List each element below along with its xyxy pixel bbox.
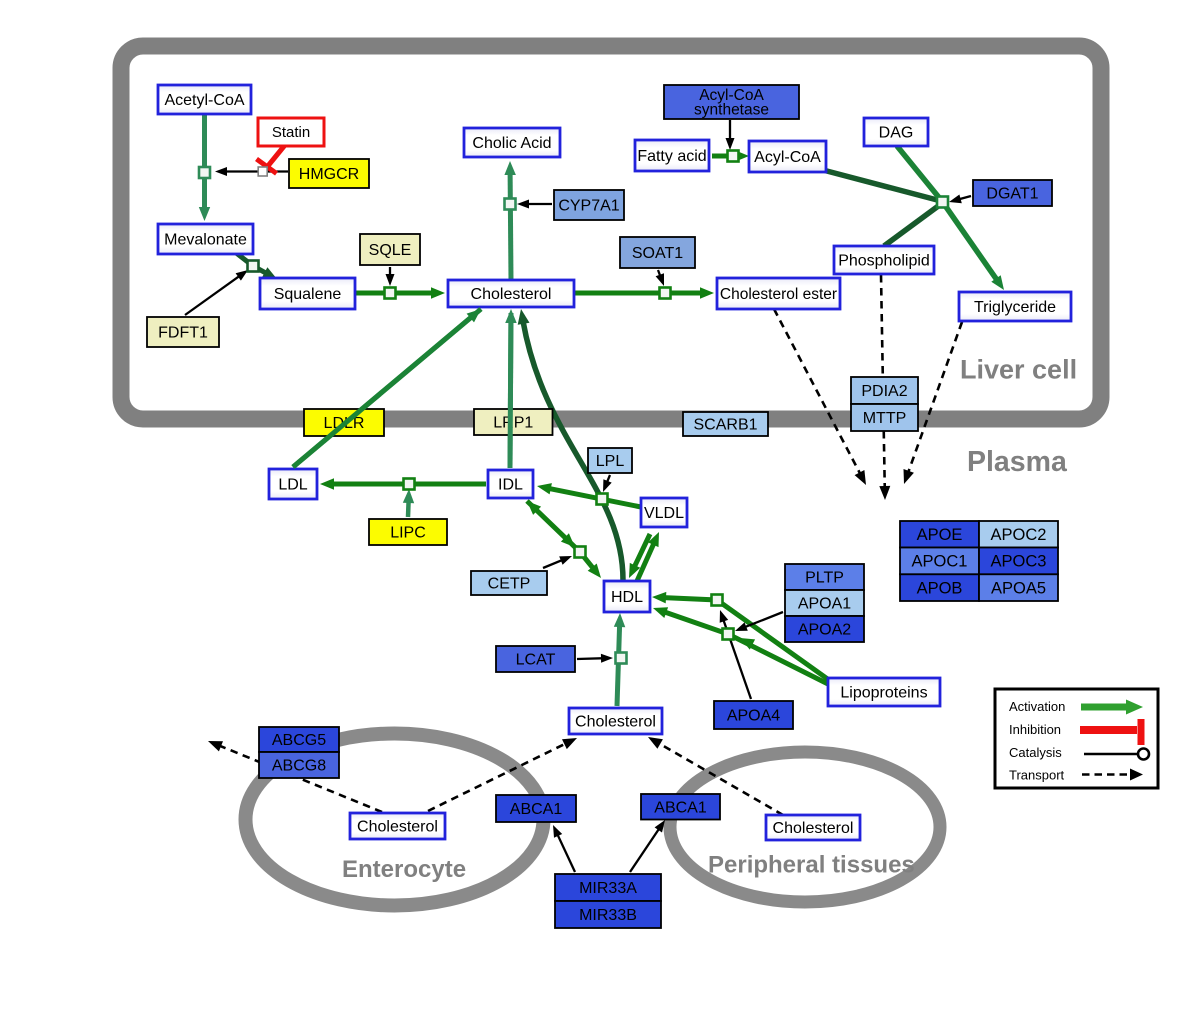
svg-text:Cholesterol: Cholesterol (575, 714, 656, 731)
svg-text:Acyl-CoA: Acyl-CoA (699, 87, 764, 104)
svg-text:LDL: LDL (278, 477, 307, 494)
svg-text:ABCG8: ABCG8 (272, 758, 326, 775)
svg-text:Cholesterol: Cholesterol (773, 820, 854, 837)
svg-text:IDL: IDL (498, 477, 523, 494)
svg-text:Cholesterol: Cholesterol (471, 286, 552, 303)
svg-text:LCAT: LCAT (516, 652, 556, 669)
svg-text:APOB: APOB (917, 579, 963, 597)
svg-text:Cholesterol ester: Cholesterol ester (720, 286, 837, 303)
svg-text:CYP7A1: CYP7A1 (558, 198, 619, 215)
svg-text:Enterocyte: Enterocyte (342, 856, 466, 883)
svg-text:Peripheral tissues: Peripheral tissues (708, 852, 915, 879)
svg-text:LRP1: LRP1 (493, 415, 533, 432)
svg-text:APOE: APOE (917, 526, 963, 544)
svg-text:DAG: DAG (879, 125, 914, 142)
svg-text:ABCG5: ABCG5 (272, 732, 326, 749)
svg-text:synthetase: synthetase (694, 102, 769, 119)
svg-text:Acyl-CoA: Acyl-CoA (754, 149, 821, 166)
svg-text:Cholesterol: Cholesterol (357, 819, 438, 836)
svg-text:LPL: LPL (596, 453, 625, 470)
svg-text:MTTP: MTTP (863, 410, 907, 427)
svg-text:HMGCR: HMGCR (299, 166, 359, 183)
svg-text:MIR33B: MIR33B (579, 907, 637, 924)
svg-text:PLTP: PLTP (805, 570, 844, 587)
svg-text:APOC2: APOC2 (991, 526, 1047, 544)
svg-text:SQLE: SQLE (369, 242, 412, 259)
svg-text:Phospholipid: Phospholipid (838, 253, 930, 270)
svg-text:Plasma: Plasma (967, 446, 1068, 478)
svg-text:ABCA1: ABCA1 (654, 799, 707, 816)
svg-text:Statin: Statin (272, 124, 310, 141)
svg-text:Liver cell: Liver cell (960, 355, 1077, 385)
svg-text:APOC1: APOC1 (912, 553, 968, 571)
svg-text:Inhibition: Inhibition (1009, 722, 1061, 737)
svg-text:SOAT1: SOAT1 (632, 245, 683, 262)
svg-text:MIR33A: MIR33A (579, 880, 637, 897)
svg-text:Activation: Activation (1009, 699, 1065, 714)
svg-text:APOA2: APOA2 (798, 622, 851, 639)
svg-text:DGAT1: DGAT1 (986, 186, 1038, 203)
svg-text:Squalene: Squalene (274, 286, 342, 303)
svg-text:APOA1: APOA1 (798, 596, 851, 613)
svg-text:Mevalonate: Mevalonate (164, 232, 247, 249)
svg-text:APOA4: APOA4 (727, 708, 780, 725)
svg-text:Lipoproteins: Lipoproteins (840, 685, 927, 702)
svg-text:Fatty acid: Fatty acid (637, 148, 706, 165)
svg-text:APOA5: APOA5 (991, 579, 1046, 597)
svg-text:Acetyl-CoA: Acetyl-CoA (164, 92, 244, 109)
svg-text:LIPC: LIPC (390, 525, 426, 542)
svg-text:PDIA2: PDIA2 (861, 383, 907, 400)
svg-text:Catalysis: Catalysis (1009, 745, 1062, 760)
svg-text:VLDL: VLDL (644, 505, 684, 522)
svg-text:HDL: HDL (611, 589, 643, 606)
svg-text:ABCA1: ABCA1 (510, 801, 563, 818)
svg-text:Triglyceride: Triglyceride (974, 299, 1056, 316)
svg-text:Transport: Transport (1009, 768, 1065, 783)
svg-text:Cholic Acid: Cholic Acid (472, 135, 551, 152)
svg-text:CETP: CETP (488, 576, 531, 593)
svg-text:SCARB1: SCARB1 (693, 417, 757, 434)
svg-text:APOC3: APOC3 (991, 553, 1047, 571)
svg-text:FDFT1: FDFT1 (158, 325, 208, 342)
